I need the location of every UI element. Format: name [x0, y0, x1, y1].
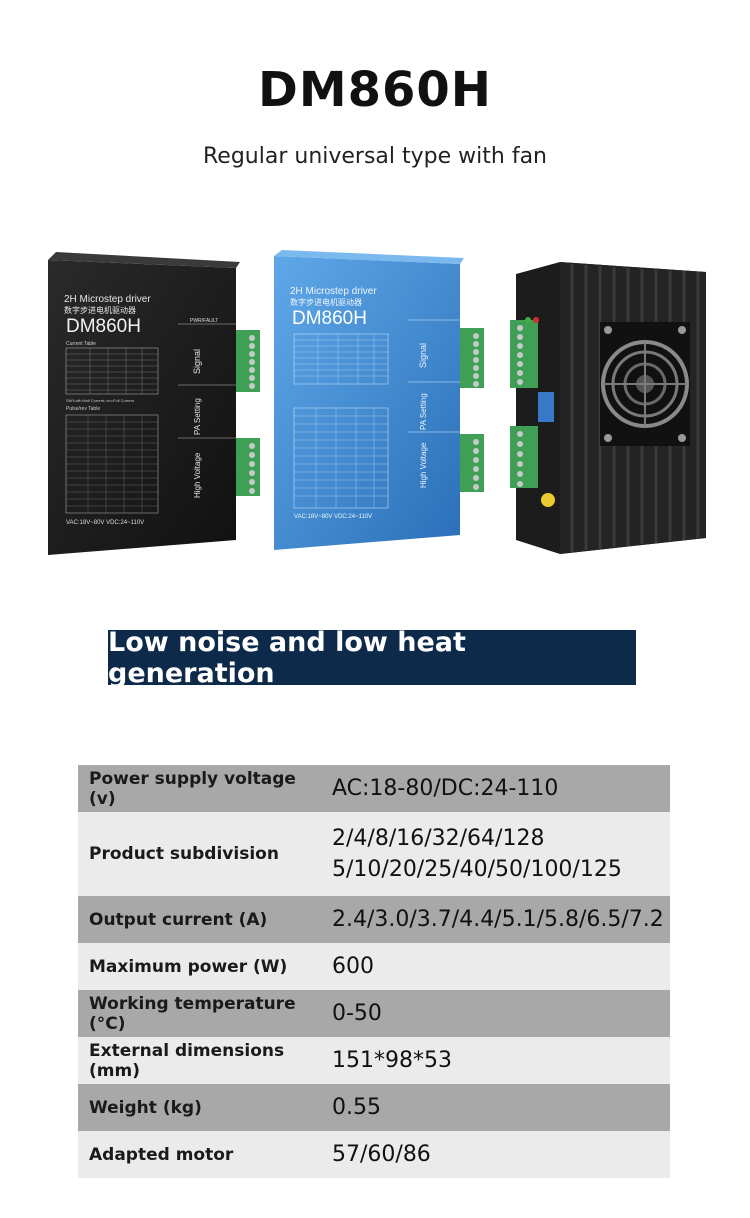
spec-value: 2.4/3.0/3.7/4.4/5.1/5.8/6.5/7.2 [332, 907, 664, 932]
blue-voltage-note: VAC:18V~80V VDC:24~110V [294, 514, 372, 520]
spec-table: Power supply voltage (v) AC:18-80/DC:24-… [78, 765, 670, 1178]
high-voltage-label: High Voltage [193, 452, 202, 498]
black-driver-image: 2H Microstep driver 数字步进电机驱动器 DM860H Cur… [48, 252, 260, 555]
spec-row-adapted-motor: Adapted motor 57/60/86 [78, 1131, 670, 1178]
voltage-note: VAC:18V~80V VDC:24~110V [66, 520, 144, 526]
pa-setting-label: PA Setting [193, 398, 202, 435]
signal-label: Signal [192, 349, 202, 374]
spec-row-power-supply: Power supply voltage (v) AC:18-80/DC:24-… [78, 765, 670, 812]
spec-row-temperature: Working temperature (°C) 0-50 [78, 990, 670, 1037]
blue-pa-setting-label: PA Setting [419, 393, 428, 430]
blue-driver-image: 2H Microstep driver 数字步进电机驱动器 DM860H VAC… [274, 250, 484, 550]
feature-banner: Low noise and low heat generation [108, 627, 636, 689]
spec-label: Output current (A) [89, 909, 268, 930]
fan-side-view-image [510, 262, 706, 554]
blue-driver-series-label: 2H Microstep driver [290, 286, 377, 297]
spec-value: 57/60/86 [332, 1142, 431, 1167]
spec-row-max-power: Maximum power (W) 600 [78, 943, 670, 990]
page-title: DM860H [258, 62, 492, 118]
product-photos: 2H Microstep driver 数字步进电机驱动器 DM860H Cur… [48, 250, 706, 555]
spec-label: Power supply voltage (v) [89, 768, 296, 809]
spec-value: 0-50 [332, 1001, 382, 1026]
blue-driver-model-label: DM860H [292, 308, 367, 329]
spec-label: Working temperature (°C) [89, 993, 296, 1034]
blue-driver-chinese-label: 数字步进电机驱动器 [290, 297, 362, 307]
spec-row-weight: Weight (kg) 0.55 [78, 1084, 670, 1131]
spec-row-output-current: Output current (A) 2.4/3.0/3.7/4.4/5.1/5… [78, 896, 670, 943]
spec-label: Weight (kg) [89, 1097, 202, 1118]
page-subtitle: Regular universal type with fan [203, 144, 547, 169]
blue-high-voltage-label: High Voltage [419, 442, 428, 488]
sw4-note: SW4:off=Half Current; on=Full Current [66, 398, 135, 403]
current-table-label: Current Table [66, 341, 96, 347]
spec-label: Product subdivision [89, 844, 279, 864]
spec-label: Maximum power (W) [89, 956, 288, 977]
driver-series-label: 2H Microstep driver [64, 294, 151, 305]
driver-model-label: DM860H [66, 316, 141, 337]
spec-label: Adapted motor [89, 1144, 234, 1165]
blue-signal-label: Signal [418, 343, 428, 368]
spec-label: External dimensions (mm) [89, 1040, 285, 1081]
spec-value: AC:18-80/DC:24-110 [332, 776, 559, 801]
pwr-fault-label: PWR/FAULT [190, 318, 218, 324]
spec-row-dimensions: External dimensions (mm) 151*98*53 [78, 1037, 670, 1084]
pulse-table-label: Pulse/rev Table [66, 406, 100, 412]
driver-chinese-label: 数字步进电机驱动器 [64, 305, 136, 315]
spec-value: 0.55 [332, 1095, 381, 1120]
spec-value: 151*98*53 [332, 1048, 452, 1073]
spec-value: 600 [332, 954, 374, 979]
